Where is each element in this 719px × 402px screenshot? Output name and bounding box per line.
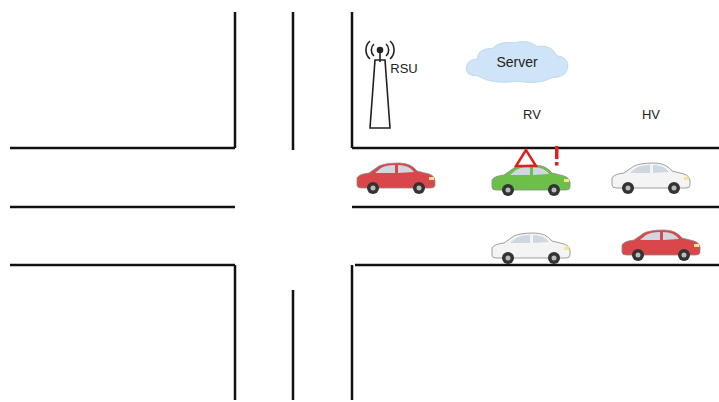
rsu-label: RSU (390, 61, 417, 76)
car (357, 163, 435, 194)
car (492, 165, 570, 196)
car (612, 163, 690, 194)
rsu-antenna (366, 41, 394, 128)
warning-sign (516, 146, 559, 166)
node-text: Server (496, 54, 537, 70)
vehicles (357, 163, 700, 264)
car (492, 233, 570, 264)
road-lines (10, 12, 719, 400)
server-cloud: Server (462, 39, 572, 85)
vehicle-label: RV (523, 107, 541, 122)
vehicle-label: HV (642, 107, 660, 122)
car (622, 230, 700, 261)
